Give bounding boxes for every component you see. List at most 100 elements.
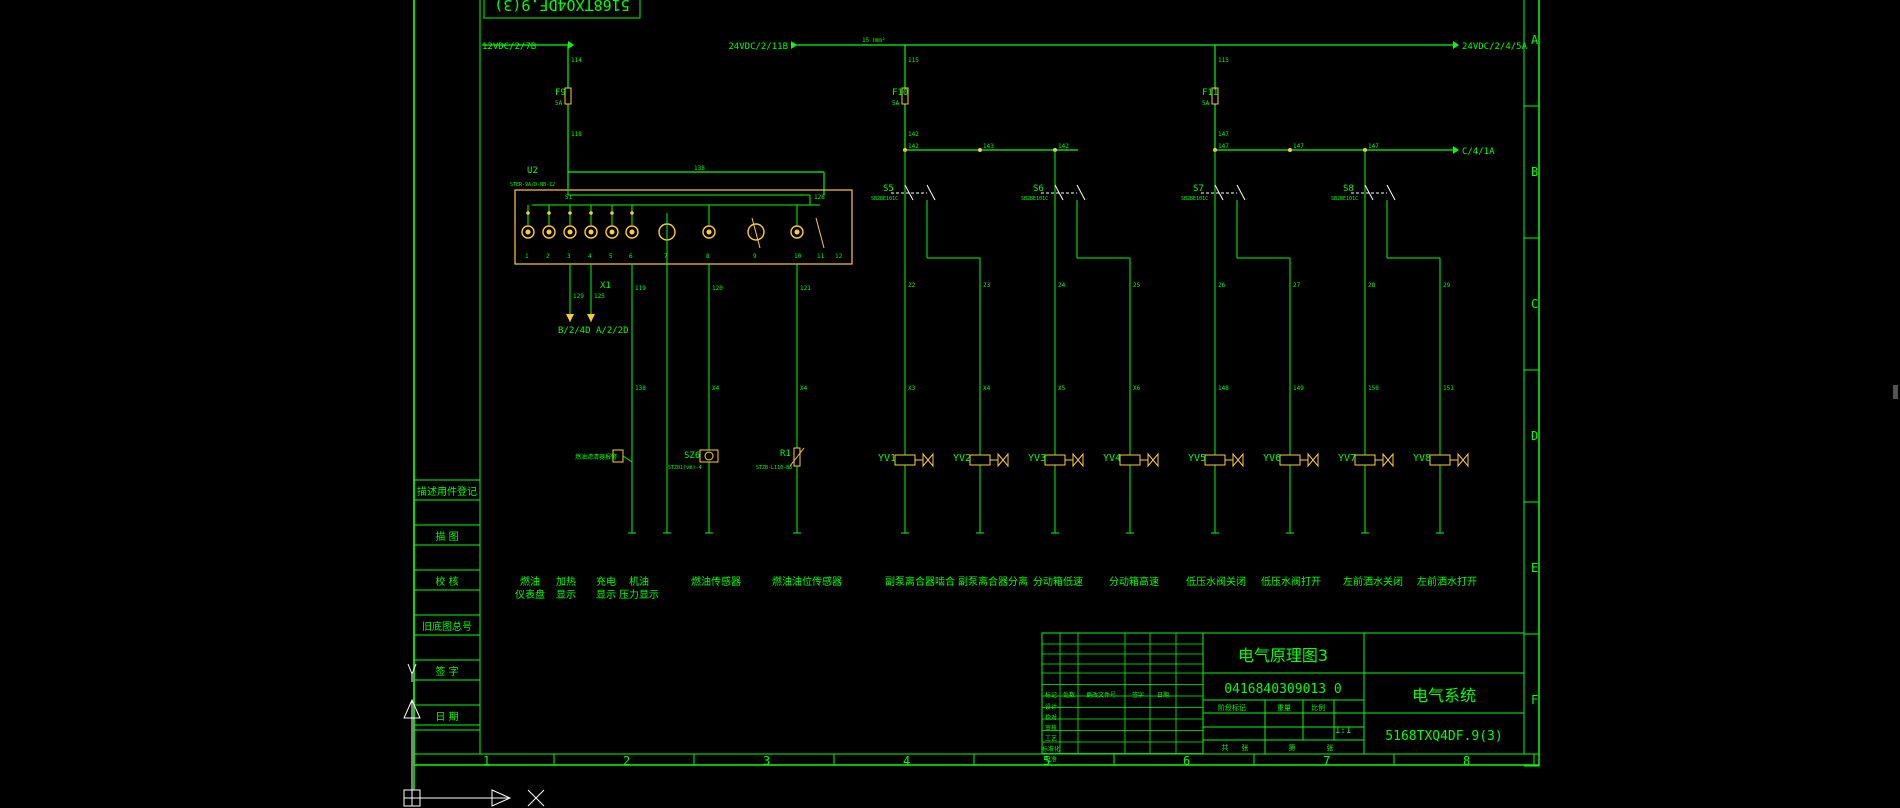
inner-frame (479, 0, 1525, 755)
drawing-title: 电气原理图3 (1238, 646, 1328, 665)
svg-text:第: 第 (1289, 743, 1296, 752)
x1-label: X1 (600, 281, 611, 291)
scrollbar-mark[interactable] (1893, 385, 1898, 399)
col-label-3: 3 (763, 754, 770, 768)
svg-text:5A: 5A (892, 100, 900, 107)
svg-text:标准化: 标准化 (1042, 745, 1060, 753)
b-dest-label: C/4/1A (1462, 147, 1495, 157)
svg-text:115: 115 (908, 57, 919, 64)
desc-10: 低压水阀关闭 (1186, 575, 1246, 588)
svg-text:1: 1 (525, 253, 529, 260)
row-label-A: A (1531, 33, 1539, 47)
col-label-2: 2 (623, 754, 630, 768)
desc-3: 压力显示 (619, 588, 659, 601)
desc-7: 副泵离合器分离 (958, 575, 1028, 588)
valve-YV7: YV7 (1338, 452, 1394, 534)
svg-text:YV2: YV2 (953, 453, 971, 464)
row-label-E: E (1531, 561, 1538, 575)
svg-text:10: 10 (794, 253, 802, 260)
svg-text:重量: 重量 (1277, 704, 1291, 712)
valve-YV1: YV1 (878, 452, 934, 534)
svg-text:148: 148 (1218, 385, 1229, 392)
row-label-F: F (1531, 693, 1538, 707)
svg-text:校 核: 校 核 (435, 575, 458, 588)
svg-text:25: 25 (1133, 282, 1141, 289)
svg-text:S7: S7 (1193, 184, 1204, 194)
svg-text:150: 150 (1368, 385, 1379, 392)
svg-text:X4: X4 (983, 385, 991, 392)
row-label-D: D (1531, 429, 1538, 443)
svg-text:阶段标记: 阶段标记 (1218, 703, 1246, 712)
main-source-label: 24VDC/2/11B (728, 42, 788, 52)
svg-text:F9: F9 (555, 88, 566, 98)
drawing-code: 5168TXQ4DF.9(3) (1385, 729, 1502, 744)
svg-text:YV7: YV7 (1338, 453, 1356, 464)
svg-text:118: 118 (571, 131, 582, 138)
svg-text:S5: S5 (883, 184, 894, 194)
svg-text:处数: 处数 (1063, 691, 1075, 699)
svg-text:125: 125 (594, 293, 605, 300)
valve-YV3: YV3 (1028, 452, 1084, 534)
system-name: 电气系统 (1412, 686, 1476, 705)
desc-6: 副泵离合器啮合 (885, 575, 955, 588)
col-label-1: 1 (483, 754, 490, 768)
svg-text:12: 12 (835, 253, 843, 260)
desc-11: 低压水阀打开 (1261, 575, 1321, 588)
svg-text:4: 4 (588, 253, 592, 260)
svg-text:119: 119 (635, 285, 646, 292)
svg-text:SZ6: SZ6 (684, 451, 700, 461)
svg-text:S1: S1 (565, 194, 573, 201)
valve-YV2: YV2 (953, 452, 1009, 534)
svg-text:27: 27 (1293, 282, 1301, 289)
svg-text:115: 115 (1218, 57, 1229, 64)
svg-text:日期: 日期 (1157, 691, 1169, 699)
svg-text:YV1: YV1 (878, 453, 896, 464)
svg-text:STZ01(Ⅷ)-4: STZ01(Ⅷ)-4 (668, 465, 702, 471)
ucs-icon (403, 663, 545, 807)
svg-text:STER-9A/D-NB-12: STER-9A/D-NB-12 (510, 182, 555, 188)
svg-text:YV4: YV4 (1103, 453, 1121, 464)
svg-text:X6: X6 (1133, 385, 1141, 392)
desc-4: 燃油传感器 (691, 575, 741, 588)
scale: 1:1 (1335, 726, 1351, 736)
svg-text:F10: F10 (892, 88, 908, 98)
svg-text:147: 147 (1293, 143, 1304, 150)
svg-text:151: 151 (1443, 385, 1454, 392)
svg-text:129: 129 (573, 293, 584, 300)
desc-2: 充电 (596, 575, 616, 588)
svg-text:A/2/2D: A/2/2D (596, 326, 629, 336)
svg-text:2: 2 (546, 253, 550, 260)
svg-text:签字: 签字 (1132, 691, 1144, 699)
svg-text:比例: 比例 (1311, 703, 1325, 712)
svg-text:X3: X3 (908, 385, 916, 392)
svg-text:SB2BE101C: SB2BE101C (1331, 196, 1358, 202)
svg-text:X5: X5 (1058, 385, 1066, 392)
svg-text:YV8: YV8 (1413, 453, 1431, 464)
left-source-label: 12VDC/2/7B (482, 42, 536, 52)
valve-YV4: YV4 (1103, 452, 1159, 534)
col-label-4: 4 (903, 754, 910, 768)
svg-text:28: 28 (1368, 282, 1376, 289)
svg-text:138: 138 (694, 165, 705, 172)
desc-8: 分动箱低速 (1033, 575, 1083, 588)
svg-text:142: 142 (908, 143, 919, 150)
svg-text:128: 128 (814, 194, 825, 201)
svg-text:SB2BE101C: SB2BE101C (1021, 196, 1048, 202)
svg-text:138: 138 (635, 385, 646, 392)
valve-YV5: YV5 (1188, 452, 1244, 534)
svg-text:143: 143 (983, 143, 994, 150)
desc-12: 左前洒水关闭 (1343, 575, 1403, 588)
svg-text:3: 3 (567, 253, 571, 260)
svg-text:标记: 标记 (1045, 691, 1057, 699)
svg-text:147: 147 (1218, 131, 1229, 138)
svg-text:121: 121 (800, 285, 811, 292)
svg-text:6: 6 (629, 253, 633, 260)
svg-text:YV6: YV6 (1263, 453, 1281, 464)
